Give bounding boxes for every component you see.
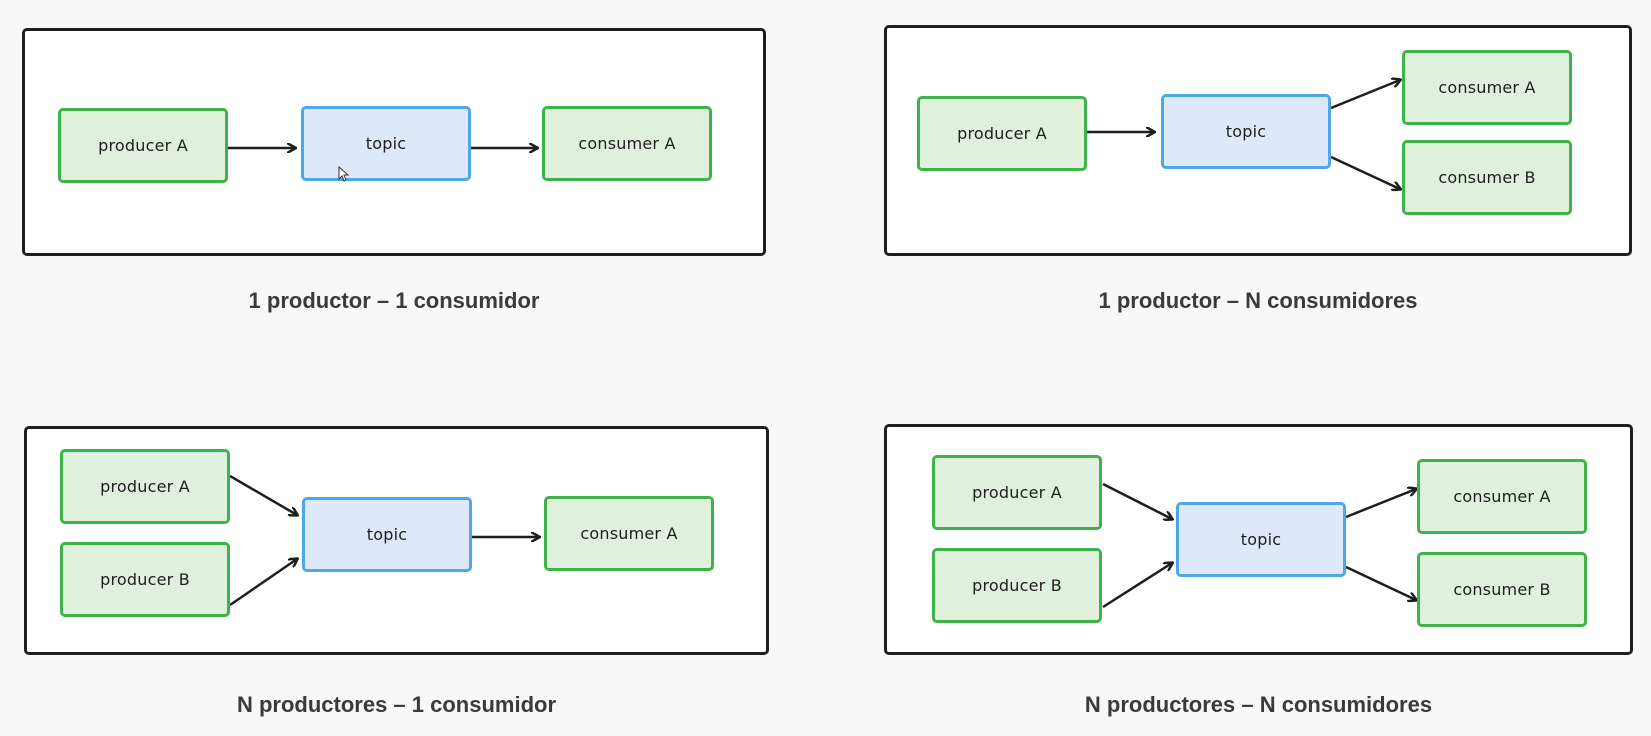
consumer-a-label: consumer A bbox=[1438, 78, 1536, 97]
consumer-b-box: consumer B bbox=[1417, 552, 1587, 627]
topic-label: topic bbox=[365, 134, 407, 153]
consumer-a-label: consumer A bbox=[578, 134, 676, 153]
caption-n-n: N productores – N consumidores bbox=[1084, 692, 1433, 717]
caption-1-1: 1 productor – 1 consumidor bbox=[248, 288, 540, 313]
topic-box: topic bbox=[1176, 502, 1346, 577]
producer-a-box: producer A bbox=[932, 455, 1102, 530]
consumer-b-label: consumer B bbox=[1438, 168, 1536, 187]
topic-label: topic bbox=[1225, 122, 1267, 141]
arrow-producer-b-to-topic bbox=[229, 559, 297, 607]
topic-box: topic bbox=[1161, 94, 1331, 169]
producer-a-box: producer A bbox=[917, 96, 1087, 171]
producer-b-label: producer B bbox=[100, 570, 190, 589]
arrows-layer bbox=[228, 31, 763, 253]
producer-a-box: producer A bbox=[58, 108, 228, 183]
producer-b-box: producer B bbox=[932, 548, 1102, 623]
caption-n-1: N productores – 1 consumidor bbox=[236, 692, 557, 717]
caption-1-n: 1 productor – N consumidores bbox=[1098, 288, 1418, 313]
topic-label: topic bbox=[366, 525, 408, 544]
producer-a-box: producer A bbox=[60, 449, 230, 524]
topic-box: topic bbox=[302, 497, 472, 572]
consumer-a-box: consumer A bbox=[544, 496, 714, 571]
arrow-producer-a-to-topic bbox=[229, 474, 297, 515]
consumer-b-box: consumer B bbox=[1402, 140, 1572, 215]
producer-a-label: producer A bbox=[957, 124, 1047, 143]
consumer-a-box: consumer A bbox=[1417, 459, 1587, 534]
producer-a-label: producer A bbox=[98, 136, 188, 155]
arrow-producer-a-to-topic bbox=[1102, 482, 1172, 519]
arrows-layer bbox=[229, 474, 766, 607]
consumer-b-label: consumer B bbox=[1453, 580, 1551, 599]
mouse-cursor-icon bbox=[338, 166, 350, 182]
diagram-panel-n-n: producer A producer B topic consumer A c… bbox=[884, 424, 1633, 655]
producer-a-label: producer A bbox=[100, 477, 190, 496]
topic-label: topic bbox=[1240, 530, 1282, 549]
producer-b-label: producer B bbox=[972, 576, 1062, 595]
producer-a-label: producer A bbox=[972, 483, 1062, 502]
arrow-topic-to-consumer-b bbox=[1330, 155, 1400, 189]
arrows-layer bbox=[1086, 28, 1629, 253]
diagram-panel-n-1: producer A producer B topic consumer A bbox=[24, 426, 769, 655]
producer-b-box: producer B bbox=[60, 542, 230, 617]
diagram-panel-1-n: producer A topic consumer A consumer B bbox=[884, 25, 1632, 256]
consumer-a-box: consumer A bbox=[1402, 50, 1572, 125]
arrow-topic-to-consumer-a bbox=[1330, 80, 1400, 110]
topic-box: topic bbox=[301, 106, 471, 181]
consumer-a-box: consumer A bbox=[542, 106, 712, 181]
arrow-topic-to-consumer-a bbox=[1345, 489, 1416, 519]
consumer-a-label: consumer A bbox=[580, 524, 678, 543]
arrow-topic-to-consumer-b bbox=[1345, 565, 1416, 600]
arrows-layer bbox=[1102, 482, 1630, 609]
consumer-a-label: consumer A bbox=[1453, 487, 1551, 506]
diagram-panel-1-1: producer A topic consumer A bbox=[22, 28, 766, 256]
arrow-producer-b-to-topic bbox=[1102, 563, 1172, 609]
